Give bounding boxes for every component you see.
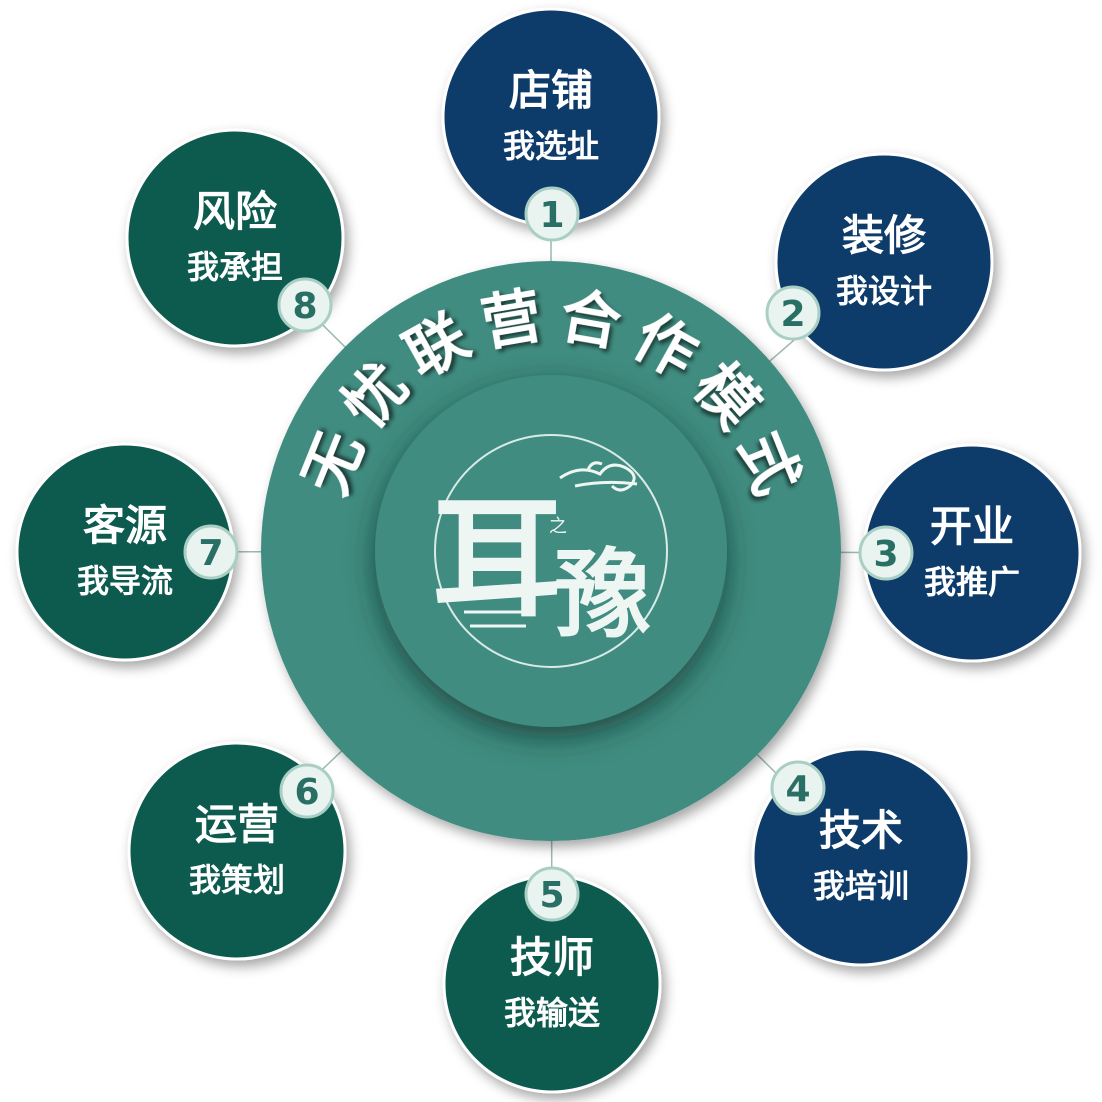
- node-title: 客源: [83, 501, 167, 550]
- number-badge: [277, 277, 333, 333]
- node-subtitle: 我承担: [187, 248, 283, 286]
- logo-main-char: 耳: [432, 482, 562, 635]
- node-subtitle: 我输送: [504, 994, 600, 1032]
- number-badge: [770, 760, 826, 816]
- number-badge: [524, 186, 580, 242]
- number-badge-label: 8: [292, 286, 317, 327]
- cloud-ornament-icon: [559, 461, 638, 492]
- node-circle: [774, 152, 994, 372]
- title-ring-char: 合: [555, 281, 626, 360]
- number-badge-label: 5: [539, 875, 564, 916]
- logo-second-char: 豫: [555, 538, 651, 651]
- number-badge-label: 3: [873, 534, 898, 575]
- node-subtitle: 我策划: [189, 861, 285, 899]
- node-subtitle: 我选址: [503, 127, 599, 165]
- number-badge-label: 6: [294, 772, 319, 813]
- node-title: 风险: [193, 187, 278, 236]
- title-ring-char: 营: [476, 281, 547, 360]
- node-subtitle: 我设计: [836, 272, 932, 310]
- number-badge-label: 4: [785, 769, 810, 810]
- number-badge: [858, 525, 914, 581]
- number-badge: [279, 763, 335, 819]
- logo-small-char: 之: [549, 516, 567, 537]
- node-title: 装修: [842, 211, 927, 260]
- number-badge-label: 1: [539, 195, 564, 236]
- logo-circle: [375, 375, 727, 727]
- node-subtitle: 我导流: [77, 562, 173, 600]
- node-subtitle: 我推广: [924, 563, 1020, 601]
- node-subtitle: 我培训: [813, 867, 909, 905]
- number-badge: [765, 285, 821, 341]
- number-badge-label: 2: [780, 294, 805, 335]
- number-badge-label: 7: [198, 533, 223, 574]
- node-title: 技师: [510, 933, 594, 982]
- brand-logo: 耳 之 豫: [432, 434, 668, 668]
- wave-ornament-icon: [464, 610, 534, 628]
- number-badge: [524, 866, 580, 922]
- node-title: 开业: [930, 502, 1014, 551]
- node-title: 技术: [819, 806, 903, 855]
- node-title: 运营: [195, 800, 279, 849]
- number-badge: [183, 524, 239, 580]
- node-title: 店铺: [509, 66, 593, 115]
